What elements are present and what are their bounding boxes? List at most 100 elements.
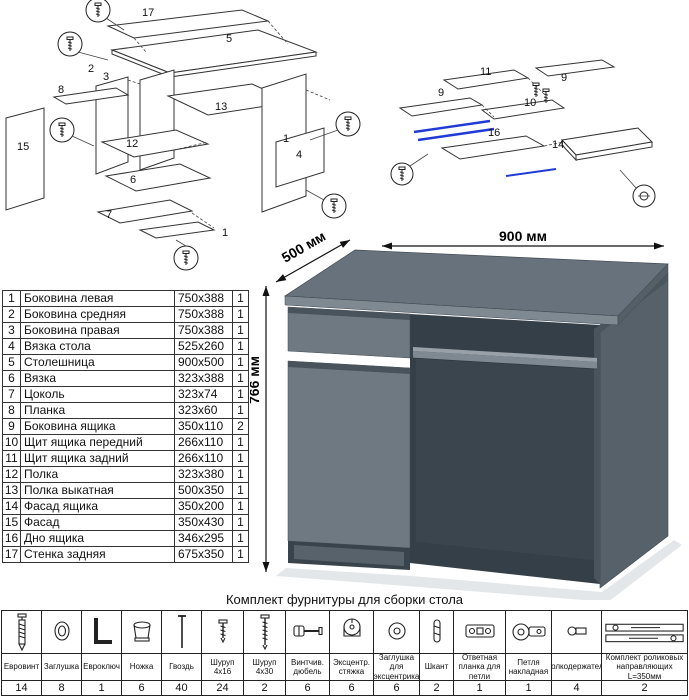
part-num: 9 [2, 418, 21, 435]
width-label: 900 мм [499, 230, 547, 244]
hardware-item-label: Заглушка [42, 654, 81, 681]
part-name: Фасад [20, 514, 175, 531]
part-size: 323x60 [174, 402, 233, 419]
hardware-item: Евроключ 1 [82, 611, 122, 695]
part-qty: 1 [232, 482, 249, 499]
part-num: 13 [2, 482, 21, 499]
hardware-item-qty: 2 [641, 682, 648, 694]
desk-top [283, 249, 669, 326]
part-name: Цоколь [20, 386, 175, 403]
panel-door-facade [5, 107, 45, 211]
leg-icon [122, 611, 161, 654]
part-num: 6 [2, 370, 21, 387]
hardware-item: Гвоздь 40 [162, 611, 202, 695]
hardware-item-qty: 4 [573, 682, 580, 694]
side-panel-inner-edge [594, 325, 600, 584]
part-num: 3 [2, 322, 21, 339]
hardware-item-qty: 6 [393, 682, 400, 694]
part-qty: 1 [232, 290, 249, 307]
hardware-item-qty: 8 [58, 682, 65, 694]
part-name: Вязка стола [20, 338, 175, 355]
hardware-item: Шкант 2 [420, 611, 454, 695]
hardware-item-qty: 14 [15, 682, 28, 694]
hardware-item-label: Гвоздь [162, 654, 201, 681]
hardware-callout [309, 111, 361, 141]
part-num: 15 [2, 514, 21, 531]
part-label: 12 [126, 138, 138, 150]
hardware-item-label: Ответная планка для петли [454, 654, 505, 681]
part-qty: 1 [232, 450, 249, 467]
hardware-callout [305, 189, 347, 219]
exploded-diagram-main: 17 5 2 3 13 12 6 7 1 15 8 4 1 [5, 0, 361, 271]
part-label: 3 [103, 71, 109, 83]
floor-shadow [276, 540, 682, 600]
part-name: Фасад ящика [20, 498, 175, 515]
part-name: Стенка задняя [20, 546, 175, 563]
hardware-item-qty: 24 [216, 682, 229, 694]
part-num: 2 [2, 306, 21, 323]
shelf-support-icon [552, 611, 601, 654]
hardware-callout [173, 239, 199, 271]
part-qty: 1 [232, 386, 249, 403]
part-label: 1 [283, 133, 289, 145]
hardware-item-label: Евровинт [2, 654, 41, 681]
drawer-front [287, 306, 411, 359]
cap-icon [42, 611, 81, 654]
part-label: 7 [106, 209, 112, 221]
screw-4x16-icon [202, 611, 243, 654]
hardware-item-label: Ножка [122, 654, 161, 681]
roller-guides-icon [602, 611, 687, 654]
hardware-item-qty: 2 [261, 682, 268, 694]
cam-lock-icon [330, 611, 373, 654]
part-qty: 1 [232, 530, 249, 547]
part-qty: 1 [232, 514, 249, 531]
part-num: 16 [2, 530, 21, 547]
hardware-section: Комплект фурнитуры для сборки стола Евро… [1, 592, 688, 696]
door-handle-groove [288, 361, 410, 374]
part-label: 9 [561, 72, 567, 84]
hardware-callout [619, 169, 656, 208]
hardware-item-qty: 6 [348, 682, 355, 694]
roller-guide-rails [413, 119, 557, 177]
keyboard-tray [412, 347, 598, 370]
hardware-callout [49, 117, 95, 147]
part-name: Щит ящика передний [20, 434, 175, 451]
hardware-item-label: Полкодержатель [552, 654, 601, 681]
hardware-item: Евровинт 14 [2, 611, 42, 695]
hardware-item: Заглушка для эксцентрика 6 [374, 611, 420, 695]
hardware-item-label: Комплект роликовых направляющих L=350мм [602, 654, 687, 681]
hardware-item-qty: 6 [138, 682, 145, 694]
part-name: Боковина левая [20, 290, 175, 307]
plinth-base [288, 541, 410, 570]
hardware-callout [85, 0, 125, 31]
part-qty: 1 [232, 370, 249, 387]
part-size: 500x350 [174, 482, 233, 499]
part-label: 11 [480, 66, 491, 78]
hardware-item-label: Петля накладная [506, 654, 551, 681]
part-qty: 1 [232, 338, 249, 355]
door-front [287, 360, 411, 549]
part-qty: 1 [232, 354, 249, 371]
hexkey-icon [82, 611, 121, 654]
hardware-item: Ножка 6 [122, 611, 162, 695]
part-size: 350x110 [174, 418, 233, 435]
part-label: 16 [488, 127, 500, 139]
part-size: 323x74 [174, 386, 233, 403]
part-label: 5 [226, 33, 232, 45]
part-name: Полка [20, 466, 175, 483]
hardware-item: Шуруп 4x16 24 [202, 611, 244, 695]
part-label: 2 [88, 63, 94, 75]
panel-drawer-part [138, 221, 216, 239]
part-name: Вязка [20, 370, 175, 387]
hardware-item-label: Евроключ [82, 654, 121, 681]
cam-cap-icon [374, 611, 419, 654]
